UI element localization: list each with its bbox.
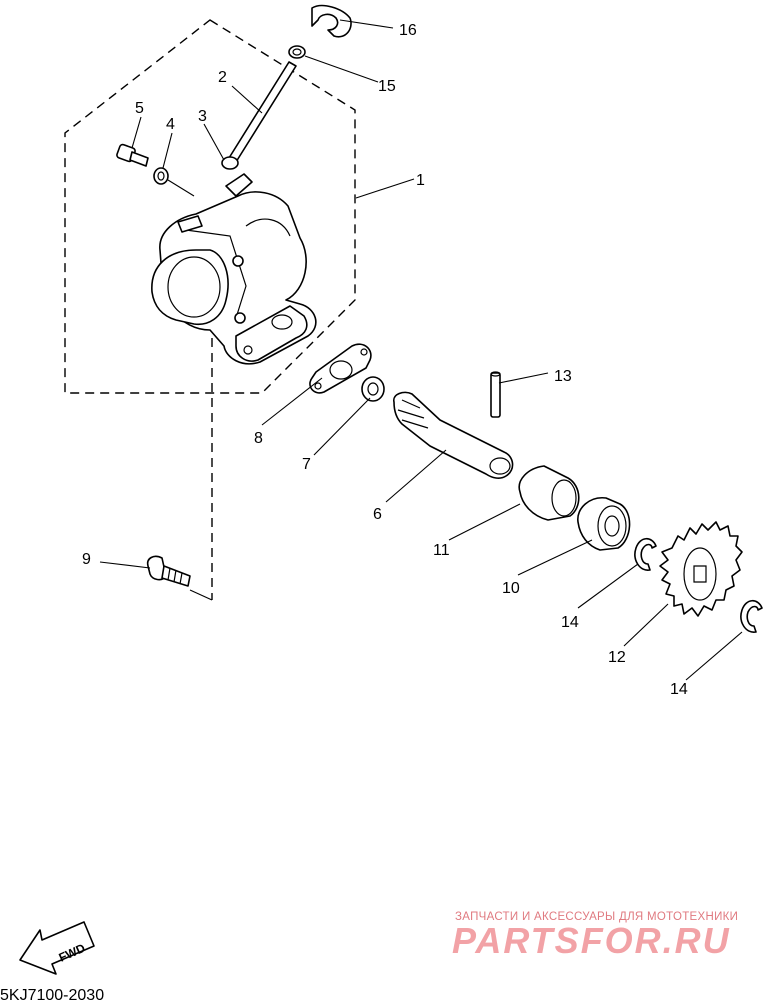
part-2-pipe: [228, 61, 297, 163]
part-14-circlip-lower: [740, 599, 763, 633]
diagram-code: 5KJ7100-2030: [0, 987, 104, 1003]
callout-7: 7: [302, 456, 311, 473]
part-8-gasket: [309, 343, 372, 394]
part-13-pin: [490, 371, 501, 418]
watermark: ЗАПЧАСТИ И АКСЕССУАРЫ ДЛЯ МОТОТЕХНИКИ PA…: [452, 911, 738, 961]
callout-4: 4: [166, 116, 175, 133]
watermark-tagline: ЗАПЧАСТИ И АКСЕССУАРЫ ДЛЯ МОТОТЕХНИКИ: [455, 911, 738, 923]
callout-13: 13: [554, 368, 572, 385]
part-11-collar: [518, 465, 580, 521]
part-9-bolt: [146, 555, 191, 587]
part-5-screw: [116, 143, 149, 167]
part-callouts: 1 2 3 4 5 6 7 8 9 10 11 12 13 14 14 15 1…: [82, 22, 688, 698]
part-14-circlip-upper: [634, 537, 657, 571]
leader-lines: [99, 19, 743, 681]
part-10-bearing: [577, 497, 631, 551]
callout-8: 8: [254, 430, 263, 447]
assembly-boundary: [64, 19, 356, 394]
callout-12: 12: [608, 649, 626, 666]
callout-14-lower: 14: [670, 681, 688, 698]
callout-3: 3: [198, 108, 207, 125]
callout-1: 1: [416, 172, 425, 189]
callout-10: 10: [502, 580, 520, 597]
part-1-oil-pump: [151, 173, 317, 365]
callout-14-upper: 14: [561, 614, 579, 631]
part-16-clip: [311, 4, 352, 38]
callout-11: 11: [433, 542, 450, 559]
part-4-washer: [153, 167, 169, 185]
part-15-ring: [288, 45, 306, 59]
part-6-shaft: [393, 391, 514, 479]
part-7-washer: [361, 376, 385, 402]
callout-15: 15: [378, 78, 396, 95]
fwd-direction-arrow: FWD: [19, 921, 95, 975]
watermark-brand: PARTSFOR.RU: [452, 920, 731, 961]
part-3-nipple: [221, 156, 239, 170]
callout-9: 9: [82, 551, 91, 568]
part-12-gear: [659, 521, 743, 617]
callout-2: 2: [218, 69, 227, 86]
callout-5: 5: [135, 100, 144, 117]
callout-16: 16: [399, 22, 417, 39]
callout-6: 6: [373, 506, 382, 523]
